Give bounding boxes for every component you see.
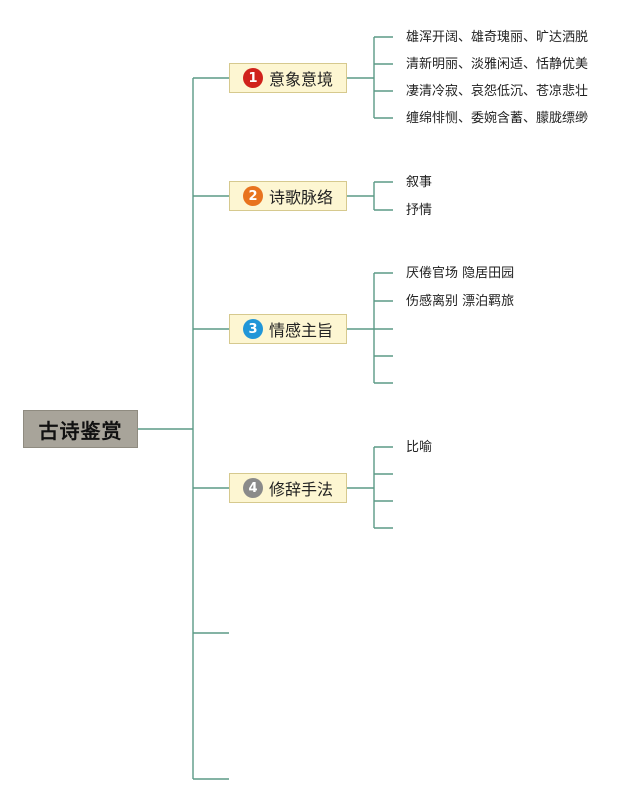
branch-number-badge: 2 — [242, 186, 263, 206]
branch-label: 修辞手法 — [268, 480, 333, 499]
leaf-topic[interactable]: 比喻 — [406, 440, 433, 455]
branch-number-badge: 1 — [242, 68, 263, 88]
branch-node-3[interactable]: 3 情感主旨 — [229, 314, 347, 344]
branch-node-4[interactable]: 4 修辞手法 — [229, 473, 347, 503]
branch-node-2[interactable]: 2 诗歌脉络 — [229, 181, 347, 211]
branch-number-badge: 4 — [242, 478, 263, 498]
leaf-topic[interactable]: 雄浑开阔、雄奇瑰丽、旷达洒脱 — [406, 30, 589, 45]
branch-label: 意象意境 — [268, 70, 333, 89]
leaf-topic[interactable]: 抒情 — [406, 203, 433, 218]
branch-number-badge: 3 — [242, 319, 263, 339]
leaf-topic[interactable]: 缠绵悱恻、委婉含蓄、朦胧缥缈 — [406, 111, 589, 126]
leaf-topic[interactable]: 清新明丽、淡雅闲适、恬静优美 — [406, 57, 589, 72]
leaf-topic[interactable]: 叙事 — [406, 175, 433, 190]
branch-node-1[interactable]: 1 意象意境 — [229, 63, 347, 93]
root-label: 古诗鉴赏 — [38, 418, 123, 443]
branch-label: 情感主旨 — [268, 321, 333, 340]
root-node[interactable]: 古诗鉴赏 — [23, 410, 138, 448]
leaf-topic[interactable]: 凄清冷寂、哀怨低沉、苍凉悲壮 — [406, 84, 589, 99]
branch-label: 诗歌脉络 — [268, 188, 333, 207]
leaf-topic[interactable]: 厌倦官场 隐居田园 — [406, 266, 515, 281]
leaf-topic[interactable]: 伤感离别 漂泊羁旅 — [406, 294, 515, 309]
